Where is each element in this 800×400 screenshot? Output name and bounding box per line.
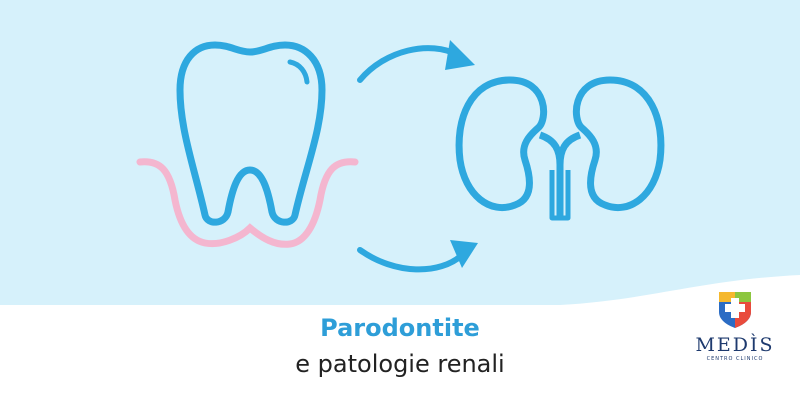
subheading: e patologie renali	[295, 350, 505, 378]
gum-icon	[136, 158, 359, 248]
brand-name: MEDÌS	[695, 334, 775, 356]
tooth-shine	[287, 59, 310, 85]
logo: MEDÌS CENTRO CLINICO	[690, 288, 780, 362]
arrow-bottom-icon	[357, 247, 465, 273]
heading: Parodontite	[320, 314, 480, 342]
brand-subtitle: CENTRO CLINICO	[706, 356, 764, 362]
arrow-top-head	[445, 40, 475, 70]
kidneys-icon	[455, 76, 665, 221]
arrow-bottom-head	[450, 240, 478, 268]
shield-cross-icon	[719, 292, 751, 328]
background-wave	[0, 0, 800, 305]
tooth-icon	[176, 41, 326, 226]
